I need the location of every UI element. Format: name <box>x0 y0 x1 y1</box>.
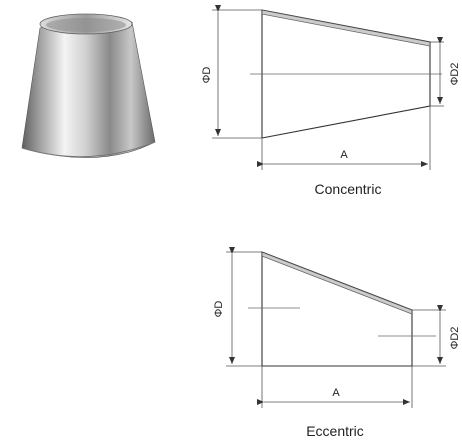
concentric-a-label: A <box>340 149 348 161</box>
eccentric-a-label: A <box>332 387 340 399</box>
reducer-photo <box>21 13 156 158</box>
concentric-d-label: ΦD <box>201 67 213 84</box>
concentric-d2-label: ΦD2 <box>449 63 461 86</box>
eccentric-caption: Eccentric <box>306 423 364 439</box>
eccentric-drawing: ΦD ΦD2 A Eccentric <box>213 247 461 439</box>
eccentric-d-label: ΦD <box>213 301 225 318</box>
concentric-drawing: ΦD ΦD2 A Concentric <box>201 5 461 197</box>
eccentric-d2-label: ΦD2 <box>449 327 461 350</box>
concentric-caption: Concentric <box>315 181 382 197</box>
